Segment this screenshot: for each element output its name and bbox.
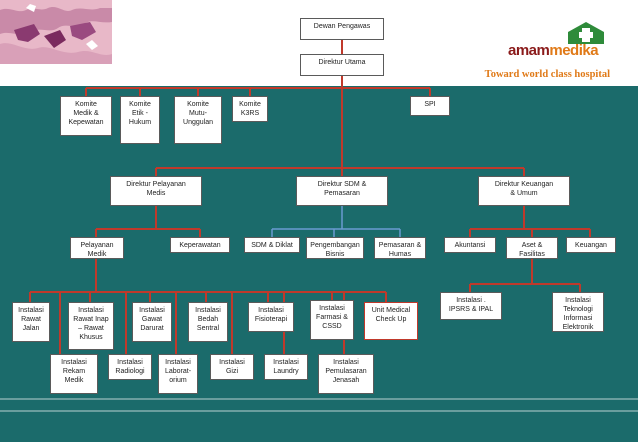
- komite-box: Komite Mutu- Unggulan: [174, 96, 222, 144]
- dewan-pengawas-box: Dewan Pengawas: [300, 18, 384, 40]
- instalasi-box: Instalasi Rekam Medik: [50, 354, 98, 394]
- instalasi-box: Instalasi . IPSRS & IPAL: [440, 292, 502, 320]
- instalasi-box: Instalasi Gizi: [210, 354, 254, 380]
- instalasi-box: Instalasi Farmasi & CSSD: [310, 300, 354, 340]
- unit-box: Aset & Fasilitas: [506, 237, 558, 259]
- instalasi-box: Instalasi Fisioterapi: [248, 302, 294, 332]
- instalasi-box: Instalasi Radiologi: [108, 354, 152, 380]
- komite-box: Komite Medik & Kepewatan: [60, 96, 112, 136]
- instalasi-box: Instalasi Teknologi Informasi Elektronik: [552, 292, 604, 332]
- unit-box: SDM & Diklat: [244, 237, 300, 253]
- komite-box: Komite K3RS: [232, 96, 268, 122]
- unit-box: Keperawatan: [170, 237, 230, 253]
- instalasi-box: Instalasi Laborat- orium: [158, 354, 198, 394]
- unit-box: Akuntansi: [444, 237, 496, 253]
- instalasi-box: Instalasi Pemulasaran Jenasah: [318, 354, 374, 394]
- decorative-line: [0, 410, 638, 412]
- unit-box: Keuangan: [566, 237, 616, 253]
- unit-box: Pemasaran & Humas: [374, 237, 426, 259]
- komite-box: Komite Etik - Hukum: [120, 96, 160, 144]
- europe-map-icon: [0, 0, 112, 64]
- instalasi-box: Instalasi Gawat Darurat: [132, 302, 172, 342]
- direktur-box: Direktur Keuangan & Umum: [478, 176, 570, 206]
- brand-tagline: Toward world class hospital: [484, 69, 610, 80]
- instalasi-box: Instalasi Laundry: [264, 354, 308, 380]
- brand-logo-text: amammedika: [508, 42, 599, 59]
- decorative-line: [0, 398, 638, 400]
- unit-box: Pelayanan Medik: [70, 237, 124, 259]
- hospital-cross-logo-icon: [568, 22, 604, 44]
- instalasi-box: Instalasi Rawat Jalan: [12, 302, 50, 342]
- spi-box: SPI: [410, 96, 450, 116]
- unit-box: Pengembangan Bisnis: [306, 237, 364, 259]
- direktur-utama-box: Direktur Utama: [300, 54, 384, 76]
- unit-medical-check-up-box: Unit Medical Check Up: [364, 302, 418, 340]
- instalasi-box: Instalasi Bedah Sentral: [188, 302, 228, 342]
- direktur-box: Direktur Pelayanan Medis: [110, 176, 202, 206]
- instalasi-box: Instalasi Rawat Inap – Rawat Khusus: [68, 302, 114, 350]
- direktur-box: Direktur SDM & Pemasaran: [296, 176, 388, 206]
